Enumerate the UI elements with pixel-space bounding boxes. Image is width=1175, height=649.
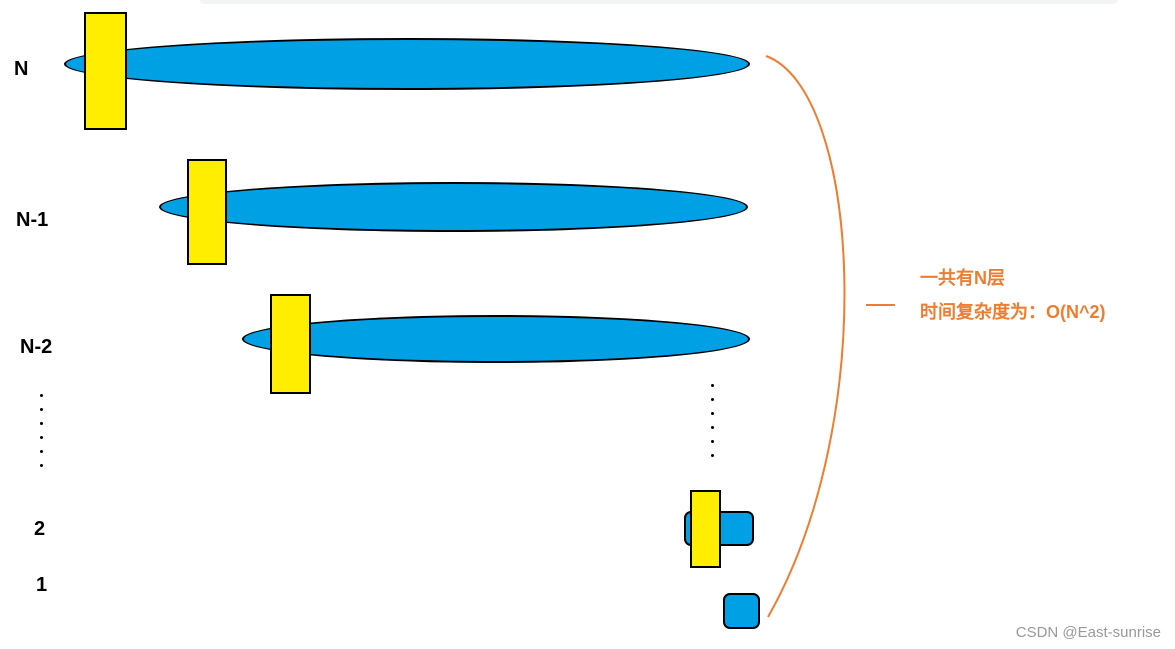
array-bar-level-n-minus-1 — [159, 182, 748, 232]
array-bar-level-n-minus-2 — [242, 315, 750, 363]
pivot-block-level-n-minus-1 — [187, 159, 227, 265]
annotation-level-count: 一共有N层 — [920, 268, 1005, 288]
pivot-block-level-n — [84, 12, 127, 130]
array-bar-level-n — [64, 38, 750, 90]
pivot-block-level-2 — [690, 490, 721, 568]
left-ellipsis-dots — [40, 394, 43, 467]
level-label-n-minus-1: N-1 — [16, 209, 49, 231]
annotation-time-complexity: 时间复杂度为：O(N^2) — [920, 302, 1106, 322]
level-label-1: 1 — [36, 574, 48, 596]
pivot-block-level-n-minus-2 — [270, 294, 311, 394]
array-bar-level-1 — [723, 593, 760, 629]
top-strip — [200, 0, 1118, 4]
level-label-n-minus-2: N-2 — [20, 336, 53, 358]
right-ellipsis-dots — [711, 384, 714, 457]
watermark: CSDN @East-sunrise — [1015, 624, 1161, 641]
level-label-n: N — [14, 58, 29, 80]
level-label-2: 2 — [34, 518, 46, 540]
